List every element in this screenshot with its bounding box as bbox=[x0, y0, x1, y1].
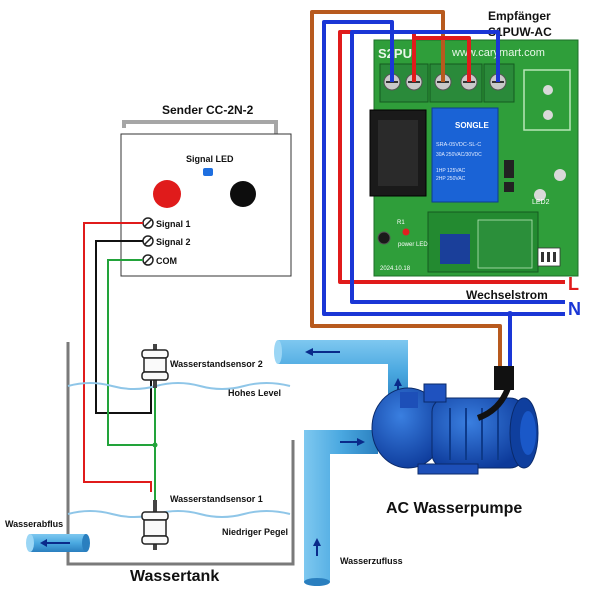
receiver-title-line1: Empfänger bbox=[488, 9, 551, 23]
red-button bbox=[153, 180, 181, 208]
pump-label: AC Wasserpumpe bbox=[386, 500, 522, 517]
sensor1-label: Wasserstandsensor 1 bbox=[170, 494, 263, 504]
sensor-wiring bbox=[83, 222, 158, 510]
terminal-signal2: Signal 2 bbox=[156, 237, 191, 247]
high-level-label: Hohes Level bbox=[228, 388, 281, 398]
terminal-com: COM bbox=[156, 256, 177, 266]
mains-label: Wechselstrom bbox=[466, 288, 548, 302]
receiver-title-line2: S1PUW-AC bbox=[488, 25, 552, 39]
low-level-label: Niedriger Pegel bbox=[222, 527, 288, 537]
outlet-pipe bbox=[274, 340, 408, 404]
terminal-signal1: Signal 1 bbox=[156, 219, 191, 229]
sender-box bbox=[120, 133, 292, 277]
mains-wiring bbox=[310, 10, 565, 368]
relay-rating1: 30A 250VAC/30VDC bbox=[436, 152, 482, 158]
relay-rating3: 2HP 250VAC bbox=[436, 176, 466, 182]
tank-walls bbox=[66, 342, 295, 566]
outflow-pipe bbox=[26, 534, 90, 552]
relay-model: SRA-05VDC-SL-C bbox=[436, 142, 481, 148]
low-water-line bbox=[67, 510, 291, 518]
mains-n-label: N bbox=[568, 299, 581, 319]
outflow-label: Wasserabflus bbox=[5, 519, 63, 529]
tank-label: Wassertank bbox=[130, 568, 219, 585]
power-led-label: power LED bbox=[398, 242, 428, 248]
led2-label: LED2 bbox=[532, 199, 550, 206]
inlet-pipe bbox=[304, 430, 378, 586]
relay: SONGLE SRA-05VDC-SL-C 30A 250VAC/30VDC 1… bbox=[431, 107, 499, 203]
level-sensor-2 bbox=[141, 344, 169, 388]
inflow-label: Wasserzufluss bbox=[340, 556, 403, 566]
sender-antenna bbox=[122, 120, 278, 134]
black-button bbox=[230, 181, 256, 207]
high-water-line bbox=[67, 382, 291, 390]
water-pump bbox=[371, 366, 539, 475]
mains-l-label: L bbox=[568, 274, 579, 294]
signal-led bbox=[203, 168, 213, 176]
r-label: R1 bbox=[397, 220, 405, 226]
sender-terminals bbox=[142, 217, 154, 266]
relay-brand: SONGLE bbox=[455, 121, 489, 130]
receiver-board: S2PU www.carymart.com bbox=[369, 39, 579, 277]
sender-title: Sender CC-2N-2 bbox=[162, 103, 254, 117]
board-brand: S2PU bbox=[378, 46, 412, 61]
level-sensor-1 bbox=[141, 500, 169, 550]
terminal-block bbox=[379, 63, 515, 103]
board-date: 2024.10.18 bbox=[380, 266, 411, 272]
sensor2-label: Wasserstandsensor 2 bbox=[170, 359, 263, 369]
relay-rating2: 1HP 125VAC bbox=[436, 168, 466, 174]
signal-led-label: Signal LED bbox=[186, 154, 234, 164]
